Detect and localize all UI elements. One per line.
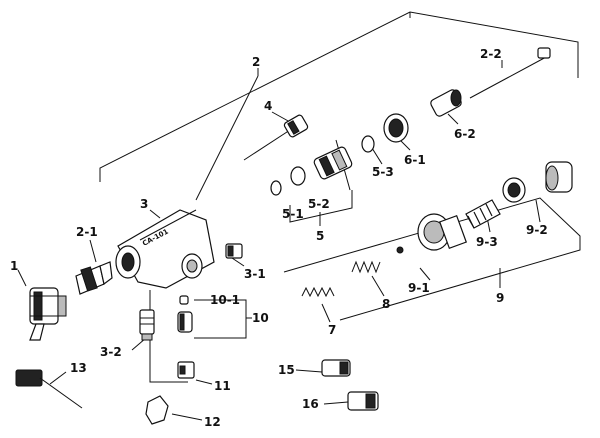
label-3-2: 3-2 [100,345,122,359]
label-13: 13 [70,361,87,375]
label-15: 15 [278,363,295,377]
label-5: 5 [316,229,324,243]
part-adjusting-assembly [396,161,573,254]
part-gun-body: CA-101 [115,209,215,289]
label-6-1: 6-1 [404,153,426,167]
part-rings [270,135,375,196]
label-5-2: 5-2 [308,197,330,211]
label-16: 16 [302,397,319,411]
label-2-1: 2-1 [76,225,98,239]
label-2: 2 [252,55,260,69]
label-3-1: 3-1 [244,267,266,281]
label-10: 10 [252,311,269,325]
part-valve-assembly [313,146,353,180]
part-fitting-11 [177,361,195,379]
label-8: 8 [382,297,390,311]
part-fitting-3-1 [225,243,243,259]
label-9: 9 [496,291,504,305]
label-10-1: 10-1 [210,293,240,307]
part-fitting-3-2 [139,309,155,341]
label-7: 7 [328,323,336,337]
part-air-cap [29,287,67,341]
leader-lines [17,11,581,421]
label-5-3: 5-3 [372,165,394,179]
label-9-3: 9-3 [476,235,498,249]
label-6-2: 6-2 [454,127,476,141]
label-9-2: 9-2 [526,223,548,237]
part-screw-assembly [177,295,193,333]
label-9-1: 9-1 [408,281,430,295]
part-fluid-nozzle [75,261,113,295]
label-12: 12 [204,415,221,429]
label-3: 3 [140,197,148,211]
part-pattern-adjuster [243,114,309,161]
label-11: 11 [214,379,231,393]
part-needle [430,47,551,117]
part-brush [15,369,83,409]
label-5-1: 5-1 [282,207,304,221]
label-2-2: 2-2 [480,47,502,61]
label-4: 4 [264,99,272,113]
part-packing-nut [383,113,409,143]
part-springs [301,260,381,298]
label-1: 1 [10,259,18,273]
part-labels: 1 2 2-1 2-2 3 3-1 3-2 4 5 5-1 5-2 5-3 6-… [10,47,548,429]
part-connectors [321,359,379,411]
part-clip [145,395,169,425]
